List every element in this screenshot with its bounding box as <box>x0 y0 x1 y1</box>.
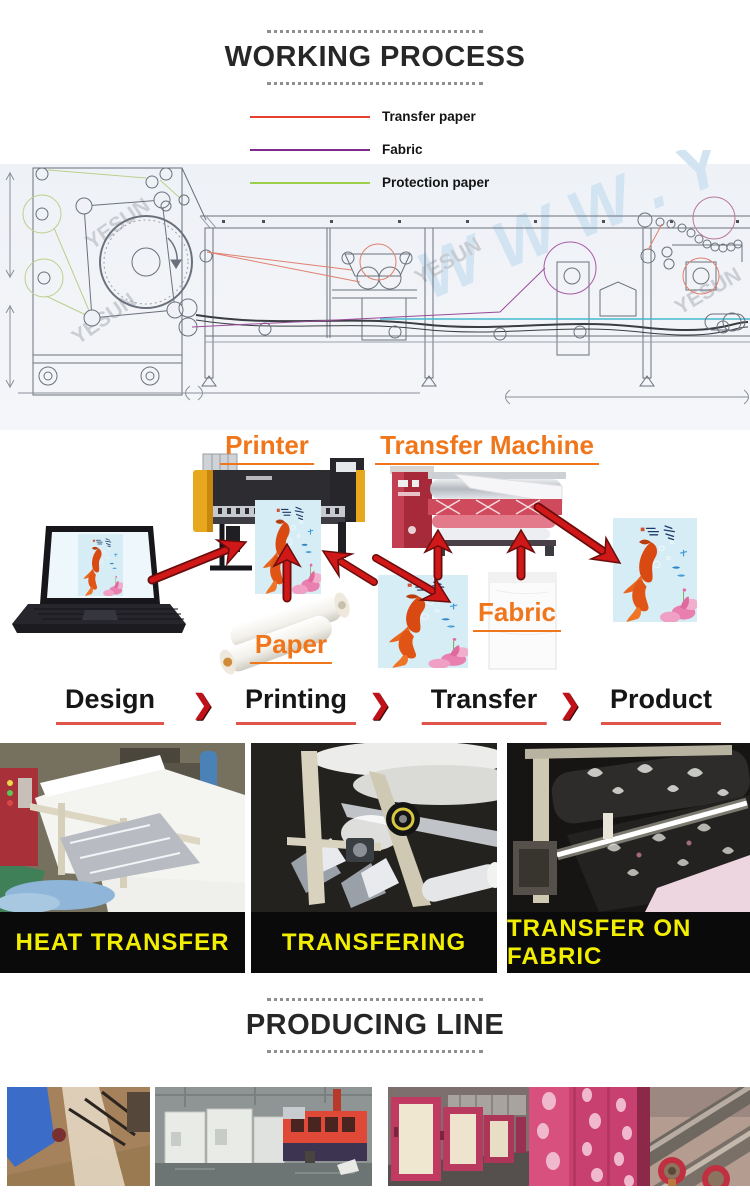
printer-label: Printer <box>220 431 314 465</box>
legend-item: Transfer paper <box>250 100 490 133</box>
chevron-icon: ❯ <box>559 689 581 719</box>
dotted-divider <box>267 998 483 1001</box>
factory-photo-panel-detail <box>529 1087 650 1186</box>
arrow-fabric-to-machine <box>506 528 536 581</box>
arrow-printer-to-sheet <box>372 554 452 603</box>
process-flow-illustration <box>12 453 697 675</box>
product-sheet <box>613 518 697 622</box>
legend-item: Fabric <box>250 133 490 166</box>
transfer-on-fabric-photo <box>507 743 750 912</box>
arrow-paper-to-printer <box>272 542 302 603</box>
step-design: Design <box>55 684 165 725</box>
arrow-sheet-to-printer <box>321 550 378 586</box>
paper-label: Paper <box>249 630 333 664</box>
dotted-divider <box>267 82 483 85</box>
legend-swatch-protection-paper <box>250 181 370 184</box>
legend-label: Transfer paper <box>382 109 476 124</box>
legend-label: Protection paper <box>382 175 490 190</box>
caption-transfering: TRANSFERING <box>251 912 497 973</box>
factory-photo-cnc-machine <box>155 1087 372 1186</box>
blank-fabric-sheet <box>488 572 557 670</box>
working-process-heading: WORKING PROCESS <box>0 30 750 85</box>
flow-arrows <box>147 502 622 603</box>
legend-label: Fabric <box>382 142 423 157</box>
photo-heat-transfer: HEAT TRANSFER <box>0 743 245 973</box>
legend-item: Protection paper <box>250 166 490 199</box>
factory-photo-rollers <box>650 1087 750 1186</box>
arrow-machine-to-product <box>533 502 622 564</box>
factory-photo-workbench <box>7 1087 150 1186</box>
arrow-laptop-to-printer <box>147 539 248 585</box>
legend: Transfer paper Fabric Protection paper <box>250 100 490 199</box>
fabric-label: Fabric <box>472 598 562 632</box>
dotted-divider <box>267 30 483 33</box>
step-product: Product <box>600 684 722 725</box>
photo-transfering: TRANSFERING <box>251 743 497 973</box>
producing-line-title: PRODUCING LINE <box>245 1009 505 1041</box>
schematic-lines <box>5 167 750 405</box>
heat-transfer-photo <box>0 743 245 912</box>
transfering-photo <box>251 743 497 912</box>
step-transfer: Transfer <box>421 684 547 725</box>
chevron-icon: ❯ <box>192 689 214 719</box>
arrow-sheet-to-machine <box>423 528 453 581</box>
step-printing: Printing <box>236 684 356 725</box>
legend-swatch-transfer-paper <box>250 115 370 118</box>
caption-heat-transfer: HEAT TRANSFER <box>0 912 245 973</box>
legend-swatch-fabric <box>250 148 370 151</box>
producing-line-heading: PRODUCING LINE <box>0 998 750 1053</box>
laptop-illustration <box>12 526 186 633</box>
factory-photo-pink-machines <box>388 1087 529 1186</box>
process-steps: Design ❯ Printing ❯ Transfer ❯ Product <box>0 684 750 734</box>
transfer-machine-label: Transfer Machine <box>375 431 599 465</box>
machine-schematic: W W W . Y YESUN YESUN YESUN YESUN <box>0 150 750 430</box>
chevron-icon: ❯ <box>369 689 391 719</box>
caption-transfer-on-fabric: TRANSFER ON FABRIC <box>507 912 750 973</box>
paper-rolls-illustration <box>219 592 350 675</box>
printer-illustration <box>193 453 365 594</box>
dotted-divider <box>267 1050 483 1053</box>
page-title: WORKING PROCESS <box>224 41 526 73</box>
photo-transfer-on-fabric: TRANSFER ON FABRIC <box>507 743 750 973</box>
